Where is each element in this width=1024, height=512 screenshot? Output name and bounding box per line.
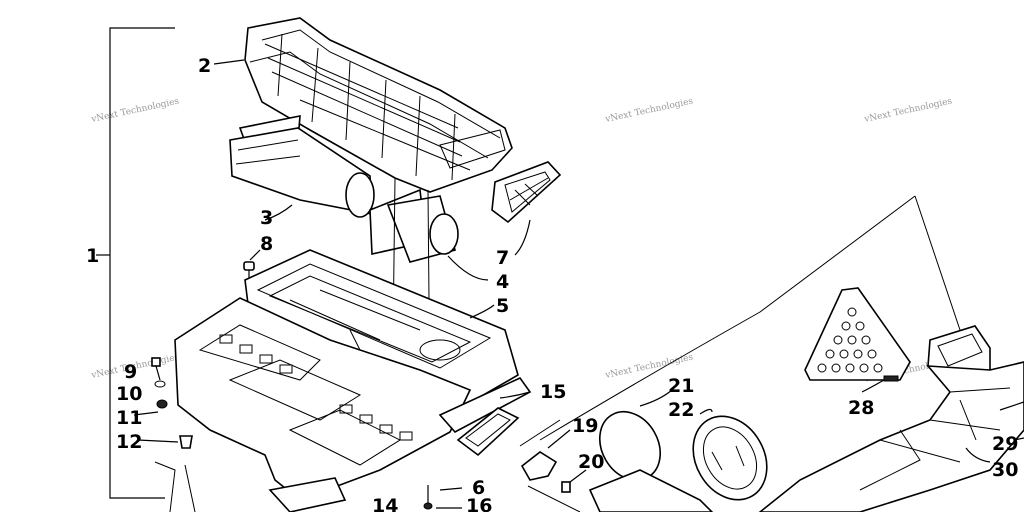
callout-1: 1: [86, 245, 99, 267]
callout-22: 22: [668, 399, 694, 421]
lower-tray: [154, 297, 532, 512]
callout-6: 6: [472, 477, 485, 499]
part-8-screw: [243, 249, 261, 282]
callout-7: 7: [496, 247, 509, 269]
callout-10: 10: [116, 383, 142, 405]
callout-28: 28: [848, 397, 874, 419]
callout-2: 2: [198, 55, 211, 77]
parts-6-16-hardware: [423, 485, 463, 510]
parts-29-30-intake-duct: [758, 195, 1024, 512]
callout-16: 16: [466, 495, 492, 512]
callout-21: 21: [668, 375, 694, 397]
callout-11: 11: [116, 407, 142, 429]
watermark: vNext Technologies: [90, 96, 181, 125]
part-2-airbox-top: [213, 17, 513, 193]
callout-12: 12: [116, 431, 142, 453]
callout-4: 4: [496, 271, 509, 293]
watermark: vNext Technologies: [604, 96, 695, 125]
part-7-screen: [491, 161, 562, 256]
plate-holes: [817, 307, 883, 373]
callout-19: 19: [572, 415, 598, 437]
part-4-short-tube: [369, 188, 489, 281]
part-15-seal: [456, 391, 531, 457]
callout-9: 9: [124, 361, 137, 383]
tray-cutouts: [219, 334, 413, 441]
hardware-parts: [133, 357, 193, 449]
callout-5: 5: [496, 295, 509, 317]
callout-8: 8: [260, 233, 273, 255]
callout-29: 29: [992, 433, 1018, 455]
parts-19-20: [519, 419, 587, 512]
part-22-ring-gasket: [692, 408, 768, 501]
callout-3: 3: [260, 207, 273, 229]
callout-15: 15: [540, 381, 566, 403]
callout-30: 30: [992, 459, 1018, 481]
intake-duct-lower: [539, 195, 916, 512]
callout-labels: 1 2 3 4 5 6 7 8 9 10 11 12 14 15 16 19 2…: [86, 55, 1018, 512]
assembly-bracket: [96, 27, 175, 499]
part-28-perforated-plate: [804, 287, 911, 393]
watermark: vNext Technologies: [863, 96, 954, 125]
callout-14: 14: [372, 495, 398, 512]
callout-20: 20: [578, 451, 604, 473]
